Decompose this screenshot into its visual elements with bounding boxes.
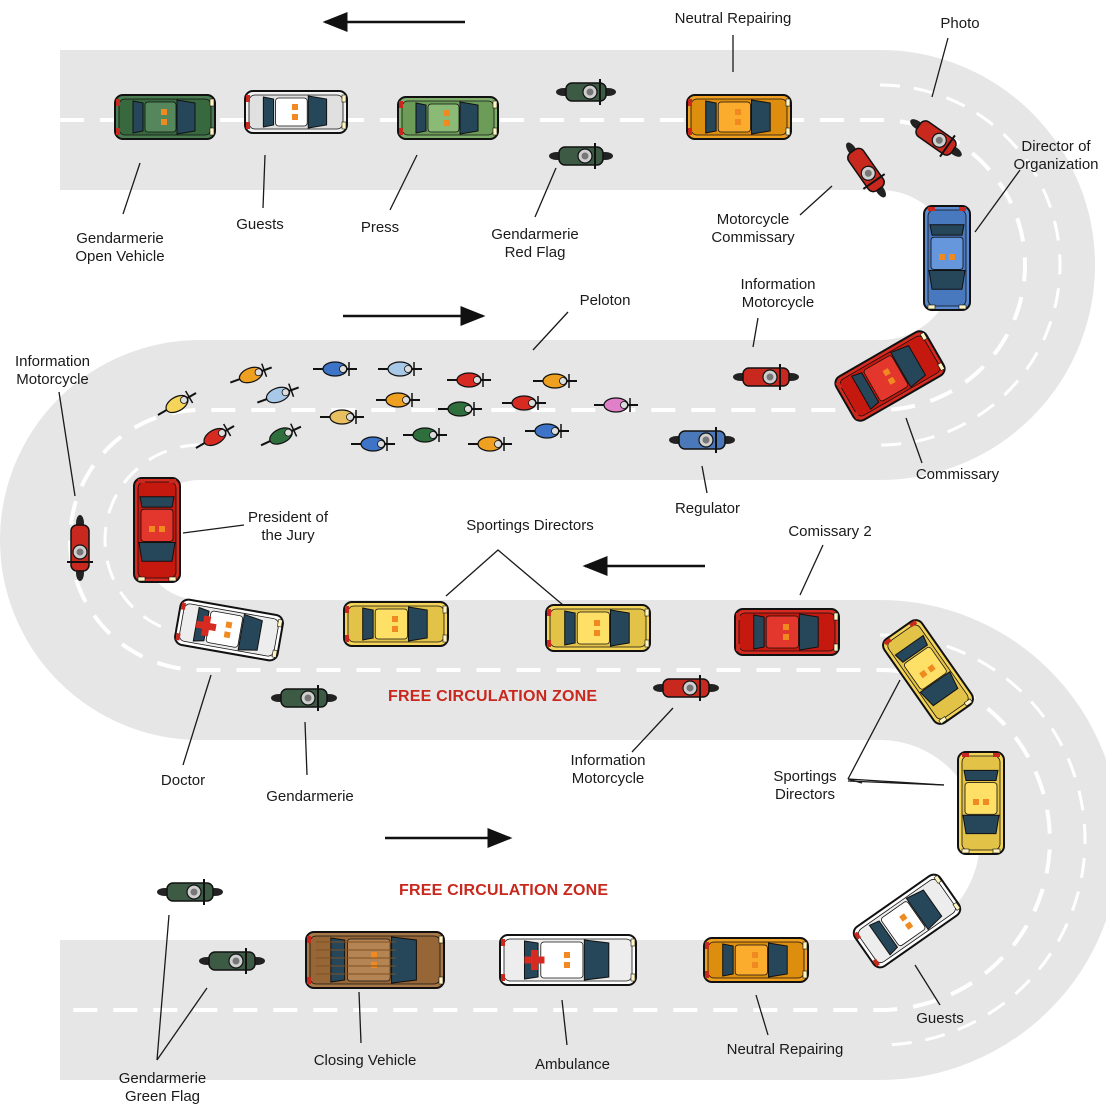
neutral-repairing-car-top [686, 94, 792, 140]
label-director-of-organization: Director of Organization [1013, 138, 1099, 173]
cyclist [468, 436, 512, 452]
guests-car-bottom [852, 873, 962, 969]
sporting-director-car-3 [882, 619, 974, 725]
label-gendarmerie: Gendarmerie [266, 788, 354, 805]
label-information-motorcycle-low: Information Motorcycle [570, 752, 646, 787]
information-moto-low [653, 675, 719, 701]
label-motorcycle-commissary: Motorcycle Commissary [711, 211, 795, 246]
label-gendarmerie-red-flag: Gendarmerie Red Flag [491, 226, 579, 261]
cyclist [229, 363, 273, 384]
cyclist [438, 401, 482, 417]
information-moto-left [67, 515, 93, 581]
label-commissary: Commissary [915, 466, 1000, 483]
label-guests-bottom: Guests [916, 1010, 964, 1027]
gendarmerie-moto-top [556, 79, 616, 105]
peloton [157, 361, 638, 452]
cyclist [157, 390, 197, 416]
label-neutral-repairing-top: Neutral Repairing [674, 10, 792, 27]
gendarmerie-red-flag-moto [549, 143, 613, 169]
ambulance-van [499, 934, 637, 986]
lane-markings-outer-curve-3 [879, 633, 1087, 1047]
label-gendarmerie-green-flag: Gendarmerie Green Flag [118, 1070, 207, 1105]
free-circulation-zone-middle: FREE CIRCULATION ZONE [388, 688, 598, 705]
cyclist [403, 427, 447, 443]
cyclist [260, 423, 302, 447]
label-neutral-repairing-bottom: Neutral Repairing [726, 1041, 844, 1058]
label-guests-top: Guests [236, 216, 284, 233]
vehicles-layer [67, 79, 1005, 989]
lane-markings-outer-curve-2 [103, 443, 201, 637]
cyclist [533, 373, 577, 389]
comissary-2-car [734, 608, 840, 656]
regulator-moto [669, 427, 735, 453]
neutral-repairing-car-bottom [703, 937, 809, 983]
doctor-car [174, 598, 284, 662]
lane-markings-outer-curve-1 [879, 83, 1062, 447]
guests-car-top [244, 90, 348, 134]
label-information-motorcycle-mid: Information Motorcycle [740, 276, 816, 311]
leader-lines [58, 35, 1021, 1061]
cyclist [594, 397, 638, 413]
cyclist [378, 361, 422, 377]
motorcycle-commissary-moto [846, 142, 886, 198]
gendarmerie-moto-mid [271, 685, 337, 711]
free-circulation-zone-bottom: FREE CIRCULATION ZONE [399, 882, 609, 899]
photo-moto [910, 119, 962, 158]
sporting-director-car-1 [343, 601, 449, 647]
gendarmerie-green-flag-moto-2 [199, 948, 265, 974]
cyclist [351, 436, 395, 452]
label-comissary-2: Comissary 2 [788, 523, 872, 540]
label-regulator: Regulator [674, 500, 741, 517]
cyclist [320, 409, 364, 425]
cyclist [447, 372, 491, 388]
label-gendarmerie-open-vehicle: Gendarmerie Open Vehicle [75, 230, 165, 265]
gendarmerie-open-vehicle [114, 94, 216, 140]
label-information-motorcycle-left: Information Motorcycle [14, 353, 91, 388]
closing-vehicle-van [305, 931, 445, 989]
cyclist [525, 423, 569, 439]
label-doctor: Doctor [160, 772, 206, 789]
sporting-director-car-2 [545, 604, 651, 652]
director-of-organization-car [923, 205, 971, 311]
label-closing-vehicle: Closing Vehicle [313, 1052, 417, 1069]
label-photo: Photo [940, 15, 980, 32]
press-car [397, 96, 499, 140]
president-of-jury-car [133, 477, 181, 583]
label-sportings-directors-right: Sportings Directors [773, 768, 837, 803]
cyclist [376, 392, 420, 408]
label-sportings-directors-mid: Sportings Directors [466, 517, 594, 534]
cyclist [313, 361, 357, 377]
cyclist [195, 423, 235, 449]
label-press: Press [360, 219, 400, 236]
gendarmerie-green-flag-moto-1 [157, 879, 223, 905]
label-peloton: Peloton [579, 292, 631, 309]
cyclist [256, 383, 300, 404]
cyclist [502, 395, 546, 411]
label-president-of-the-jury: President of the Jury [247, 509, 329, 544]
commissary-car [834, 330, 946, 422]
label-ambulance: Ambulance [534, 1056, 611, 1073]
sporting-director-car-4 [957, 751, 1005, 855]
information-moto-mid [733, 364, 799, 390]
